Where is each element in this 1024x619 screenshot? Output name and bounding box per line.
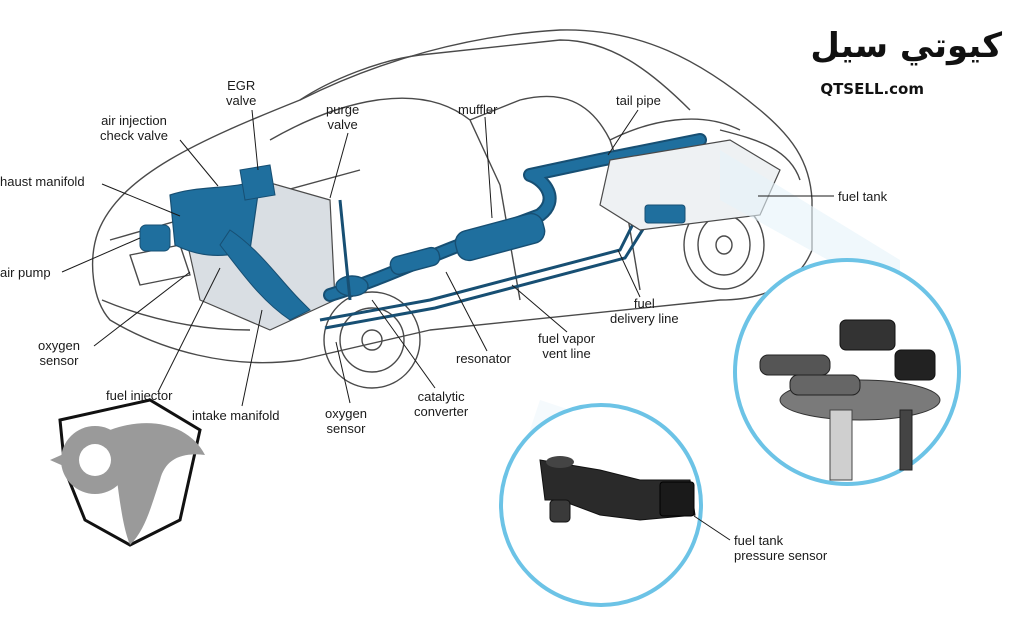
brand-logo-eagle [50, 398, 205, 547]
label-exhaust-manifold: haust manifold [0, 174, 85, 189]
label-fuel-injector: fuel injector [106, 388, 173, 403]
label-tail-pipe: tail pipe [616, 93, 661, 108]
label-oxygen-sensor-left: oxygen sensor [38, 338, 80, 368]
label-air-injection-check-valve: air injection check valve [100, 113, 168, 143]
label-resonator: resonator [456, 351, 511, 366]
label-fuel-tank-pressure-sensor: fuel tank pressure sensor [734, 533, 828, 563]
label-purge-valve: purge valve [326, 102, 360, 132]
label-air-pump: air pump [0, 265, 51, 280]
label-fuel-tank: fuel tank [838, 189, 888, 204]
label-fuel-delivery-line: fuel delivery line [610, 296, 679, 326]
label-intake-manifold: intake manifold [192, 408, 280, 423]
label-fuel-vapor-vent-line: fuel vapor vent line [538, 331, 596, 361]
exhaust-system [323, 133, 707, 302]
leader-lines [61, 109, 834, 541]
inset-pressure-sensor [499, 403, 703, 607]
engine-assembly [139, 164, 336, 331]
brand-arabic-name: كيوتي سيل [810, 26, 1002, 66]
label-muffler: muffler [458, 102, 498, 117]
label-catalytic-converter: catalytic converter [414, 389, 469, 419]
brand-site: QTSELL.com [820, 80, 924, 98]
front-wheel [323, 291, 421, 389]
label-oxygen-sensor-bottom: oxygen sensor [325, 406, 367, 436]
inset-fuel-tank-sender [733, 258, 961, 486]
label-egr-valve: EGR valve [226, 78, 257, 108]
